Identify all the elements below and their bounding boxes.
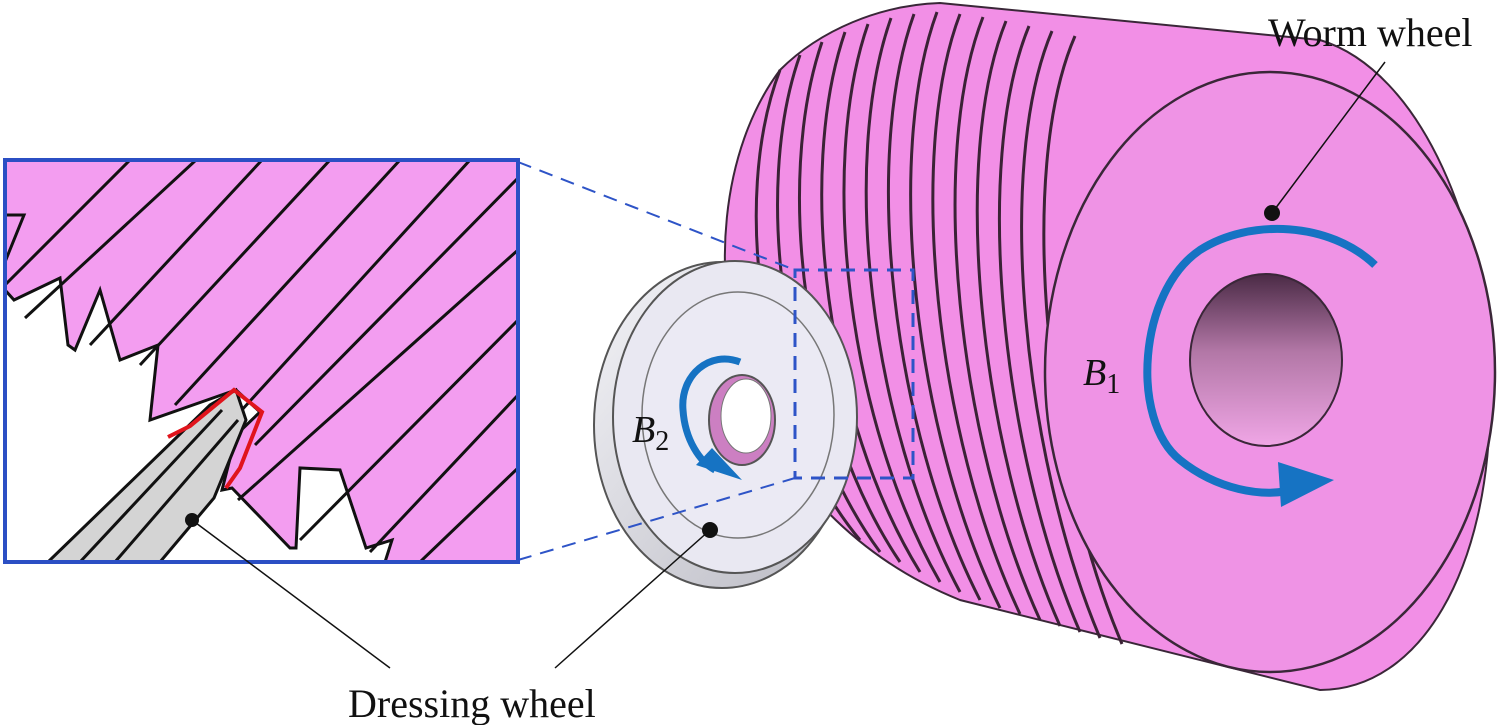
inset-detail — [3, 158, 520, 669]
dressing-wheel-leader — [554, 529, 711, 669]
inset-dresser-tooth — [45, 387, 248, 562]
inset-groove-lines — [5, 160, 518, 562]
worm-wheel-bore — [1189, 273, 1343, 447]
rotation-b1-label: B1 — [1083, 352, 1120, 400]
rotation-b2-icon — [679, 355, 742, 474]
worm-wheel-leader — [1271, 61, 1386, 214]
worm-wheel — [723, 1, 1497, 692]
worm-wheel-label: Worm wheel — [1268, 10, 1473, 55]
inset-contact-edge — [167, 387, 265, 490]
zoom-region — [517, 161, 915, 561]
rotation-b2-label: B2 — [632, 409, 669, 457]
inset-border — [3, 158, 520, 564]
dressing-wheel-callout-dot — [702, 522, 718, 538]
worm-wheel-callout-dot — [1264, 205, 1280, 221]
dressing-wheel — [554, 260, 858, 669]
inset-leader — [191, 519, 391, 669]
rotation-b2-arrowhead-icon — [696, 448, 742, 480]
rotation-b1-arrowhead-icon — [1278, 462, 1334, 507]
dressing-wheel-label: Dressing wheel — [348, 681, 596, 725]
rotation-b1-icon — [1143, 225, 1378, 497]
